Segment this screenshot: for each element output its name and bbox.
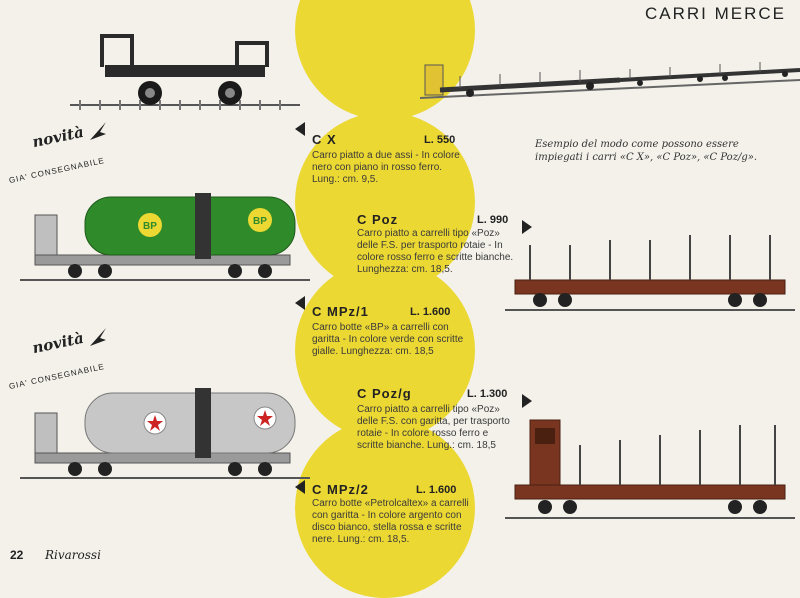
bp-logo: BP — [253, 216, 267, 227]
pointer-left-icon — [295, 480, 305, 494]
product-price-cx: L. 550 — [424, 134, 456, 146]
bp-logo: BP — [143, 221, 157, 232]
gia-consegnabile-label-1: GIA' CONSEGNABILE — [8, 155, 106, 186]
product-code-cmpz2: C MPz/2 — [312, 482, 369, 497]
yellow-circle-4 — [295, 418, 475, 598]
page-title: CARRI MERCE — [644, 4, 786, 23]
train-example-image — [420, 62, 800, 99]
product-code-cpozg: C Poz/g — [357, 386, 412, 401]
product-desc-cmpz2: Carro botte «Petrolcaltex» a carrelli co… — [312, 498, 469, 545]
tank-car-bp-image: BP BP — [20, 193, 310, 281]
yellow-circle-3 — [295, 260, 475, 440]
brand-logo: Rivarossi — [45, 548, 101, 562]
product-desc-cmpz1: Carro botte «BP» a carrelli con garitta … — [312, 322, 464, 357]
example-caption: Esempio del modo come possono essere imp… — [535, 139, 758, 163]
product-price-cmpz1: L. 1.600 — [410, 306, 451, 318]
product-code-cpoz: C Poz — [357, 212, 399, 227]
product-code-cmpz1: C MPz/1 — [312, 304, 369, 319]
pointer-left-icon — [295, 122, 305, 136]
product-desc-cpozg: Carro piatto a carrelli tipo «Poz» delle… — [357, 404, 510, 451]
tank-car-caltex-image — [20, 388, 310, 479]
novita-badge-1: novità — [30, 122, 86, 152]
pointer-right-icon — [522, 394, 532, 408]
product-price-cpoz: L. 990 — [477, 214, 509, 226]
arrow-icon — [90, 122, 106, 140]
product-code-cx: C X — [312, 132, 337, 147]
arrow-icon — [90, 328, 106, 346]
product-desc-cx: Carro piatto a due assi - In colore nero… — [312, 150, 460, 185]
flatcar-cpoz-image — [505, 235, 795, 311]
product-price-cpozg: L. 1.300 — [467, 388, 508, 400]
product-desc-cpoz: Carro piatto a carrelli tipo «Poz» delle… — [357, 228, 514, 275]
pointer-right-icon — [522, 220, 532, 234]
flatcar-cpozg-image — [505, 419, 795, 519]
page-number: 22 — [10, 548, 24, 562]
novita-badge-2: novità — [30, 328, 86, 358]
product-price-cmpz2: L. 1.600 — [416, 484, 457, 496]
pointer-left-icon — [295, 296, 305, 310]
wagon-cx-image — [70, 34, 300, 110]
